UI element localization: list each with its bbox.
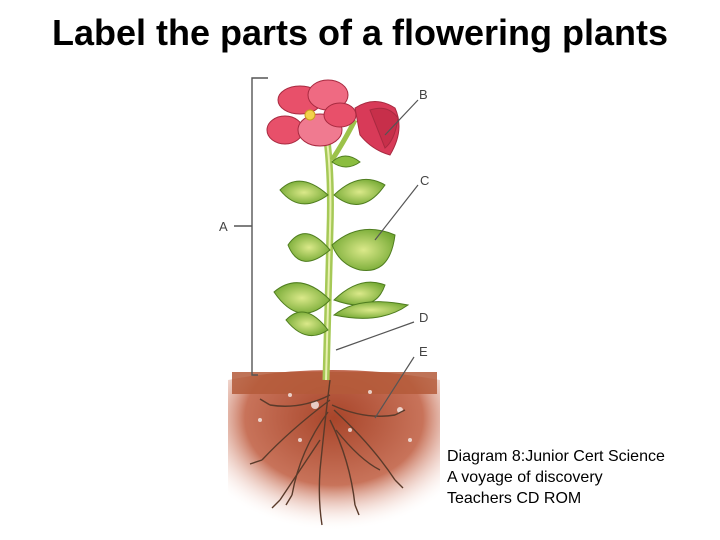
leader-line-e bbox=[374, 356, 415, 419]
source-caption: Diagram 8:Junior Cert Science A voyage o… bbox=[447, 446, 665, 509]
page-title: Label the parts of a flowering plants bbox=[51, 12, 669, 53]
caption-line-1: Diagram 8:Junior Cert Science bbox=[447, 448, 665, 465]
label-b: B bbox=[419, 87, 428, 102]
caption-line-3: Teachers CD ROM bbox=[447, 490, 582, 507]
label-d: D bbox=[419, 310, 428, 325]
leader-line-d bbox=[335, 321, 415, 351]
leader-line-c bbox=[374, 184, 419, 241]
stem bbox=[321, 118, 358, 381]
leader-lines bbox=[335, 99, 419, 419]
bracket-a bbox=[234, 77, 268, 376]
label-e: E bbox=[419, 344, 428, 359]
flowers bbox=[266, 79, 400, 156]
leader-line-b bbox=[384, 99, 419, 136]
label-a: A bbox=[219, 219, 228, 234]
label-c: C bbox=[420, 173, 429, 188]
roots bbox=[249, 379, 406, 526]
leaves bbox=[273, 155, 410, 337]
caption-line-2: A voyage of discovery bbox=[447, 469, 603, 486]
soil bbox=[228, 370, 440, 530]
